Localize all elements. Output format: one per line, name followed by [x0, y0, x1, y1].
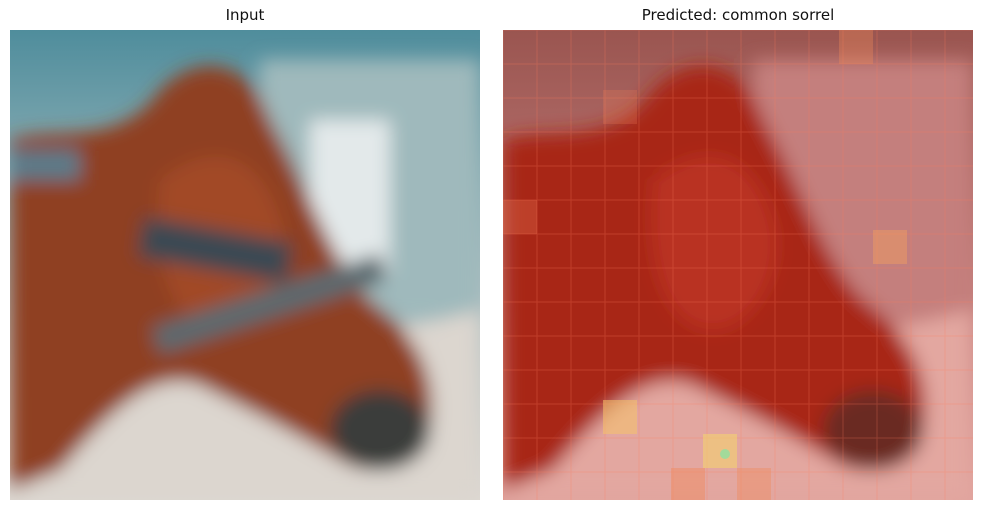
heatmap-image	[503, 30, 973, 500]
input-image	[10, 30, 480, 500]
prediction-panel: Predicted: common sorrel	[503, 0, 973, 510]
prediction-title: Predicted: common sorrel	[641, 6, 835, 24]
heatmap-hotspots	[503, 30, 907, 500]
input-panel: Input	[10, 0, 480, 510]
input-title: Input	[225, 6, 265, 24]
